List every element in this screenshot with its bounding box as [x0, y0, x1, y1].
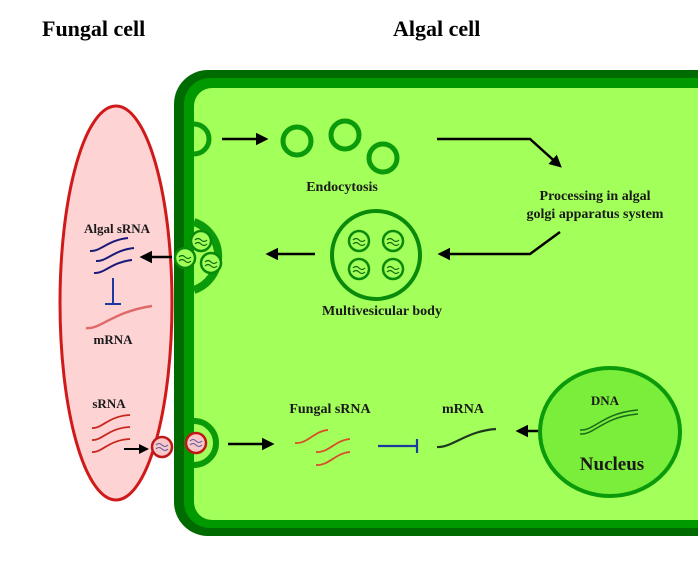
fungal-vesicle-pocket [184, 418, 219, 468]
fungal-srna-label: sRNA [92, 396, 126, 411]
algal-srna-label: Algal sRNA [84, 221, 151, 236]
exocytosis-pocket [173, 218, 223, 294]
fungal-srna-in-alga-strands [294, 429, 351, 466]
fungal-mrna-label: mRNA [94, 332, 134, 347]
mvb-label: Multivesicular body [322, 304, 442, 319]
vesicle [328, 118, 362, 152]
nucleus [538, 366, 682, 498]
exosome [199, 251, 223, 275]
internalized-fungal-vesicle [184, 431, 208, 455]
inhibition-symbol [105, 278, 121, 305]
mvb-vesicle [347, 257, 371, 281]
endocytic-vesicles [280, 118, 400, 175]
fungal-vesicle [150, 435, 174, 459]
endocytosis-label: Endocytosis [306, 180, 378, 195]
fungal-srna-in-alga-label: Fungal sRNA [289, 402, 371, 417]
nucleus-label: Nucleus [580, 454, 644, 475]
exosome [173, 246, 197, 270]
vesicle [280, 124, 314, 158]
fungal-srna-strands [91, 414, 131, 453]
endocytic-pit [193, 121, 212, 157]
dna-label: DNA [591, 393, 620, 408]
mvb-vesicle [347, 229, 371, 253]
algal-mrna-label: mRNA [442, 402, 485, 417]
arrow-to-golgi [437, 137, 562, 168]
fungal-mrna-strand [85, 304, 153, 330]
fungal-cell-title: Fungal cell [42, 16, 146, 41]
inhibition-symbol-alga [378, 439, 419, 453]
processing-label-line2: golgi apparatus system [527, 207, 664, 222]
multivesicular-body [330, 209, 422, 301]
processing-label-line1: Processing in algal [540, 189, 651, 204]
algal-srna-strands [89, 237, 135, 275]
vesicle [366, 141, 400, 175]
exosome [189, 229, 213, 253]
mvb-vesicle [381, 229, 405, 253]
dna-strand [579, 409, 639, 435]
algal-mrna-strand [436, 427, 497, 449]
algal-cell-title: Algal cell [393, 16, 481, 41]
arrow-to-mvb [437, 230, 561, 261]
mvb-vesicle [381, 257, 405, 281]
